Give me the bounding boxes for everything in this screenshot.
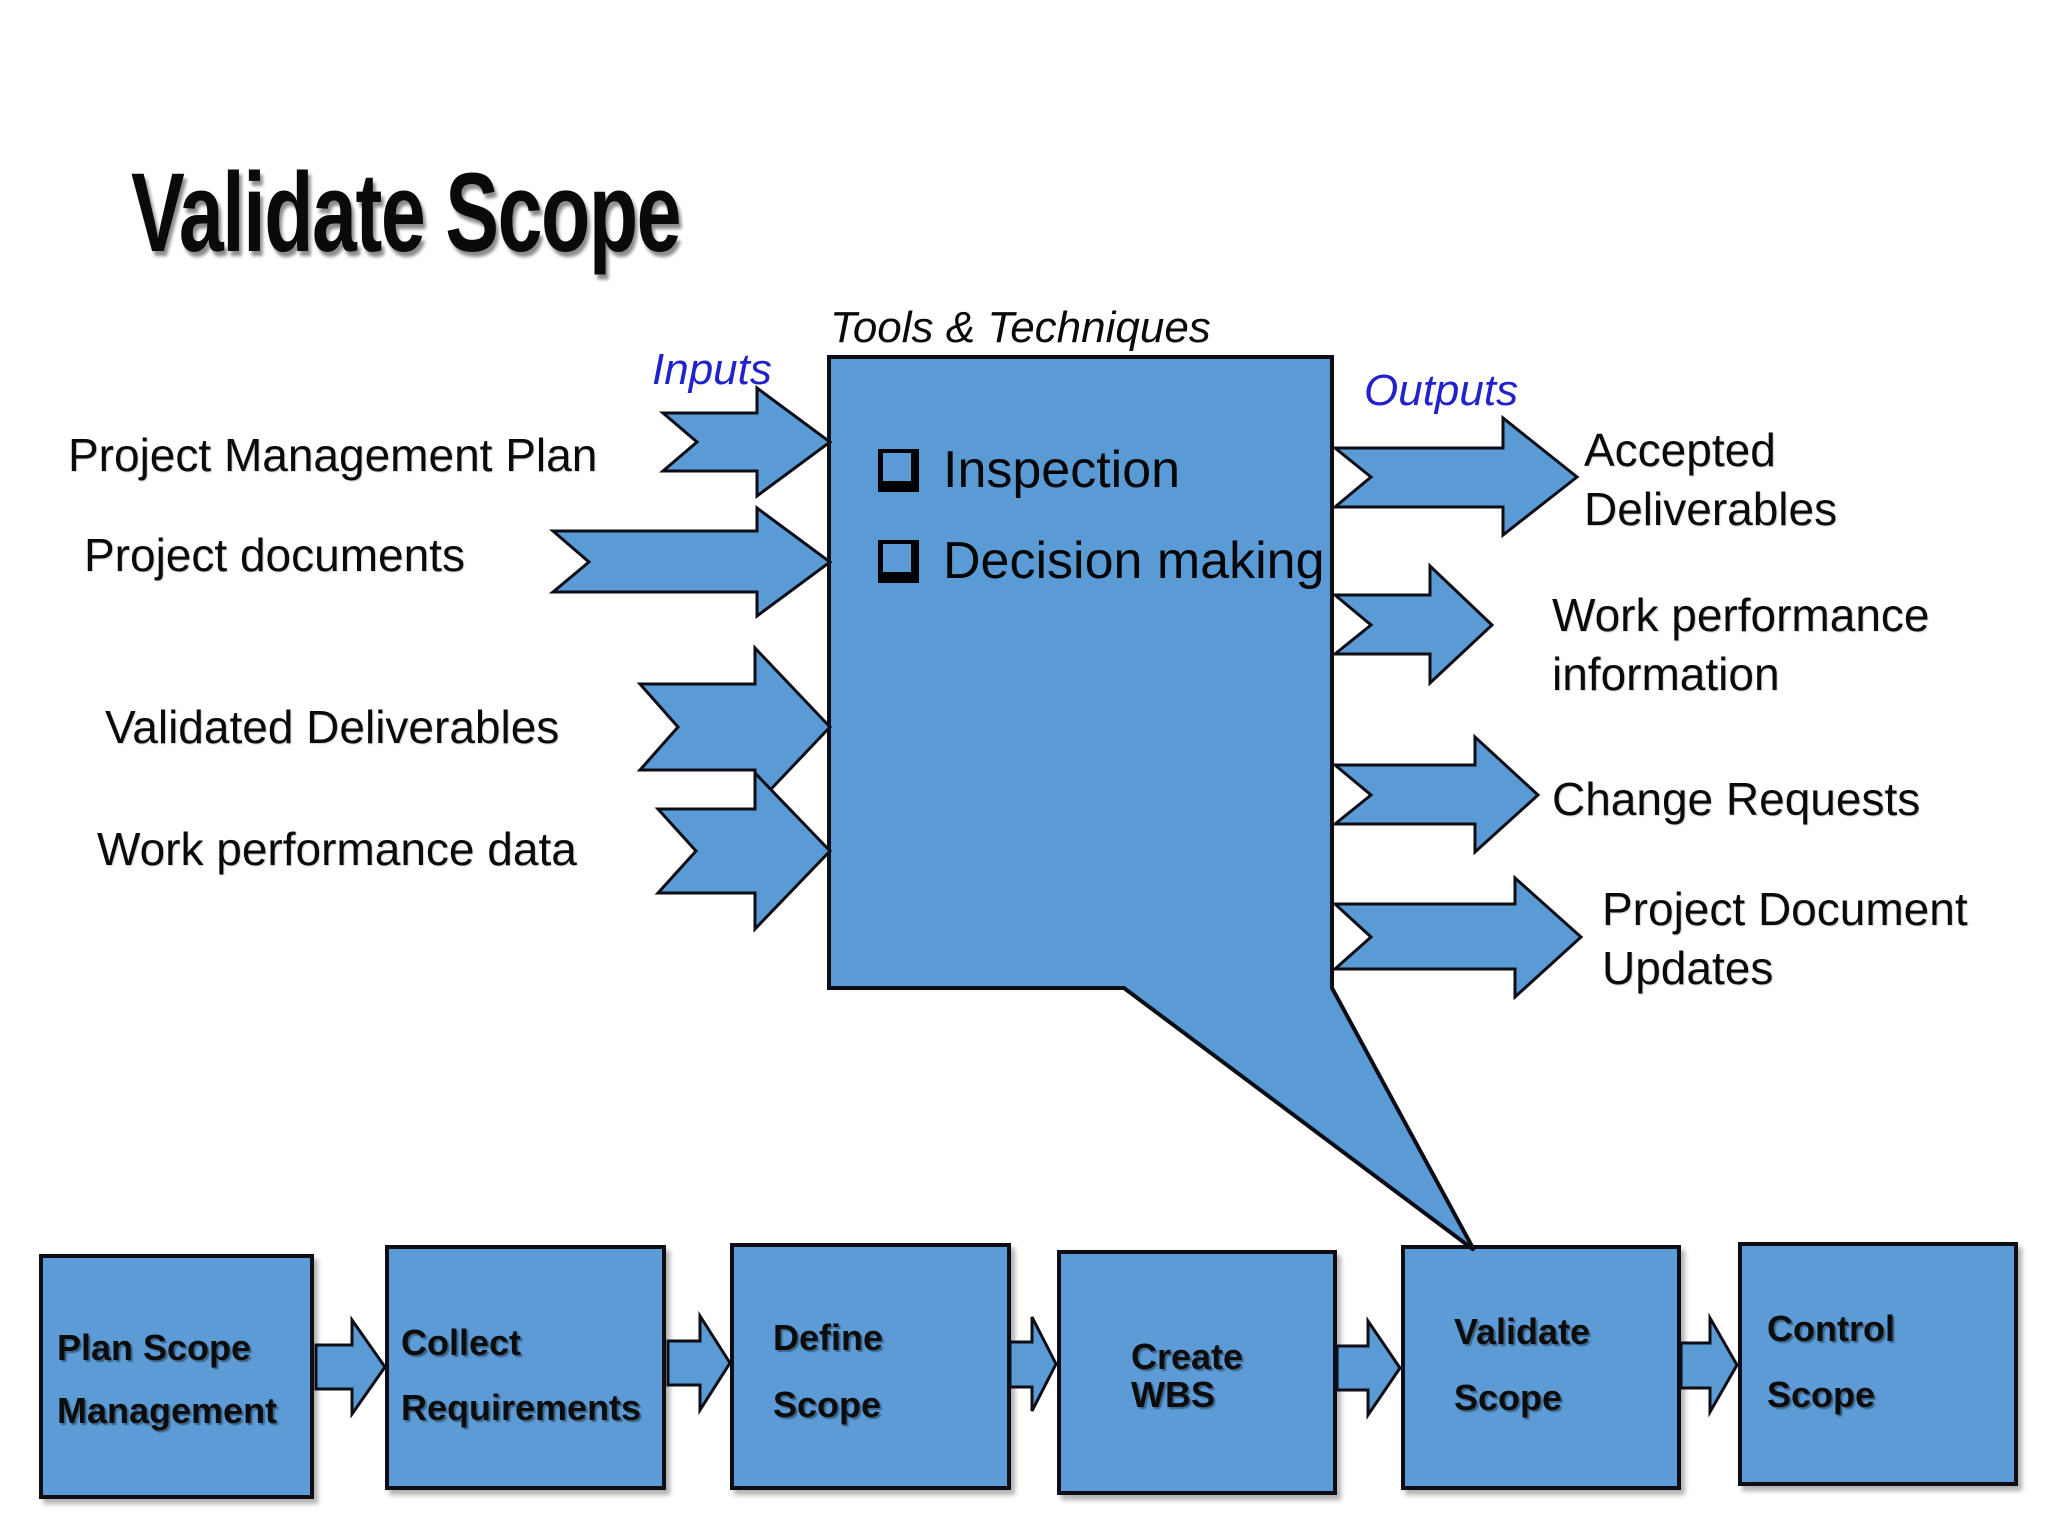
process-box-validate-scope — [1401, 1245, 1681, 1490]
flow-arrow-4 — [1335, 1316, 1402, 1420]
tool-item-label: Inspection — [943, 441, 1181, 499]
checkbox-icon — [878, 539, 919, 583]
input-arrow-project-management-plan — [658, 385, 833, 499]
flow-arrow-2 — [666, 1310, 732, 1416]
inputs-label: Inputs — [652, 345, 772, 394]
page-title: Validate Scope — [131, 150, 681, 275]
outputs-label: Outputs — [1364, 366, 1519, 415]
output-label-line: Accepted — [1584, 424, 1776, 476]
process-label: Collect — [401, 1322, 522, 1363]
process-label: Control — [1767, 1308, 1895, 1349]
process-label: Requirements — [401, 1387, 642, 1428]
output-label-project-document-updates: Project Document Updates — [1602, 880, 1968, 998]
flow-arrow-5 — [1679, 1312, 1739, 1418]
input-label-work-performance-data: Work performance data — [97, 823, 577, 875]
output-label-line: Deliverables — [1584, 483, 1838, 535]
input-label-project-documents: Project documents — [84, 529, 465, 581]
tool-item-inspection: Inspection — [878, 440, 1180, 500]
output-arrow-accepted-deliverables — [1330, 414, 1580, 539]
tools-techniques-box — [827, 355, 1476, 1252]
input-label-validated-deliverables: Validated Deliverables — [105, 701, 560, 753]
process-box-create-wbs — [1057, 1250, 1337, 1495]
output-label-line: Updates — [1602, 942, 1774, 994]
input-arrow-work-performance-data — [654, 769, 833, 933]
input-arrow-project-documents — [548, 505, 833, 619]
tool-item-label: Decision making — [943, 532, 1325, 590]
output-label-line: Change Requests — [1552, 773, 1921, 825]
process-label: Scope — [773, 1384, 882, 1425]
output-label-line: information — [1552, 648, 1780, 700]
process-label: Define — [773, 1317, 884, 1358]
process-label: Validate — [1454, 1311, 1591, 1352]
process-box-control-scope — [1738, 1242, 2018, 1486]
process-label: Scope — [1767, 1374, 1876, 1415]
output-label-accepted-deliverables: Accepted Deliverables — [1584, 421, 1837, 539]
tools-techniques-label: Tools & Techniques — [830, 303, 1211, 352]
process-box-collect-requirements — [385, 1245, 666, 1490]
output-label-line: Project Document — [1602, 883, 1968, 935]
flow-arrow-3 — [1008, 1316, 1058, 1412]
output-label-change-requests: Change Requests — [1552, 770, 1920, 829]
process-label: Scope — [1454, 1377, 1563, 1418]
process-label: WBS — [1131, 1374, 1215, 1415]
output-arrow-change-requests — [1330, 733, 1541, 856]
output-label-line: Work performance — [1552, 589, 1930, 641]
process-label: Plan Scope — [57, 1327, 252, 1368]
input-arrow-validated-deliverables — [636, 644, 833, 810]
tool-item-decision-making: Decision making — [878, 531, 1325, 591]
output-arrow-work-performance-information — [1330, 562, 1495, 687]
process-box-plan-scope-management — [39, 1254, 314, 1499]
output-label-work-performance-information: Work performance information — [1552, 586, 1930, 704]
output-arrow-project-document-updates — [1331, 874, 1584, 1001]
input-label-project-management-plan: Project Management Plan — [68, 429, 598, 481]
process-label: Management — [57, 1390, 278, 1431]
process-label: Create — [1131, 1336, 1244, 1377]
flow-arrow-1 — [314, 1315, 387, 1419]
checkbox-icon — [878, 448, 919, 492]
process-box-define-scope — [730, 1243, 1011, 1490]
